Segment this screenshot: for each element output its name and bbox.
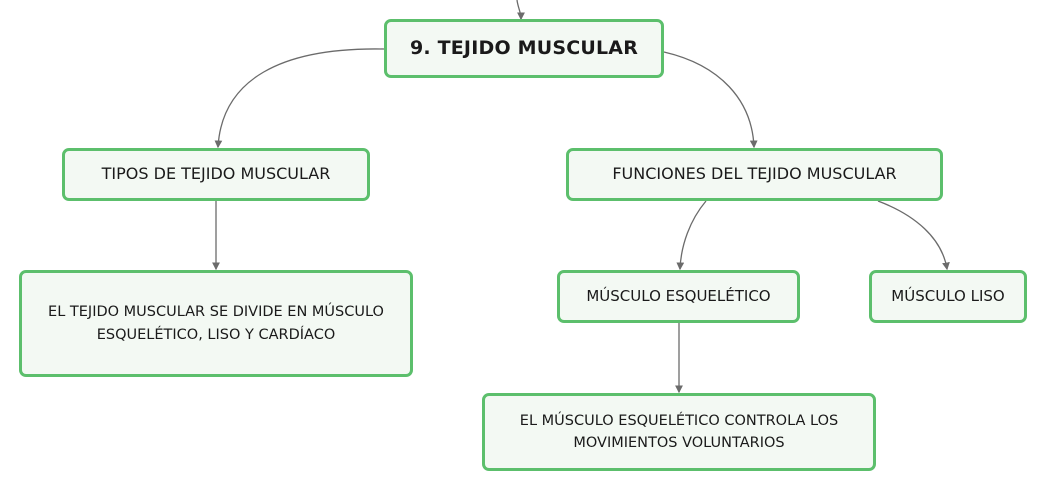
liso-label: MÚSCULO LISO	[891, 286, 1005, 305]
controla-label: EL MÚSCULO ESQUELÉTICO CONTROLA LOS MOVI…	[519, 412, 839, 451]
funciones-label: FUNCIONES DEL TEJIDO MUSCULAR	[612, 164, 897, 184]
divide-label: EL TEJIDO MUSCULAR SE DIVIDE EN MÚSCULO …	[48, 304, 384, 343]
controla-node[interactable]: EL MÚSCULO ESQUELÉTICO CONTROLA LOS MOVI…	[482, 393, 876, 471]
funciones-node[interactable]: FUNCIONES DEL TEJIDO MUSCULAR	[566, 148, 943, 201]
divide-node[interactable]: EL TEJIDO MUSCULAR SE DIVIDE EN MÚSCULO …	[19, 270, 413, 377]
esqueletico-label: MÚSCULO ESQUELÉTICO	[586, 286, 771, 305]
connector-parent-root	[516, 0, 525, 21]
connector-root-funciones	[663, 51, 758, 149]
tipos-label: TIPOS DE TEJIDO MUSCULAR	[101, 164, 331, 184]
connector-funciones-liso	[877, 200, 950, 271]
liso-node[interactable]: MÚSCULO LISO	[869, 270, 1027, 323]
root-topic-label: 9. TEJIDO MUSCULAR	[409, 36, 639, 59]
connector-funciones-esqueletico	[676, 200, 707, 271]
tipos-node[interactable]: TIPOS DE TEJIDO MUSCULAR	[62, 148, 370, 201]
root-topic-node[interactable]: 9. TEJIDO MUSCULAR	[384, 19, 664, 78]
esqueletico-node[interactable]: MÚSCULO ESQUELÉTICO	[557, 270, 800, 323]
connector-root-tipos	[214, 48, 385, 149]
